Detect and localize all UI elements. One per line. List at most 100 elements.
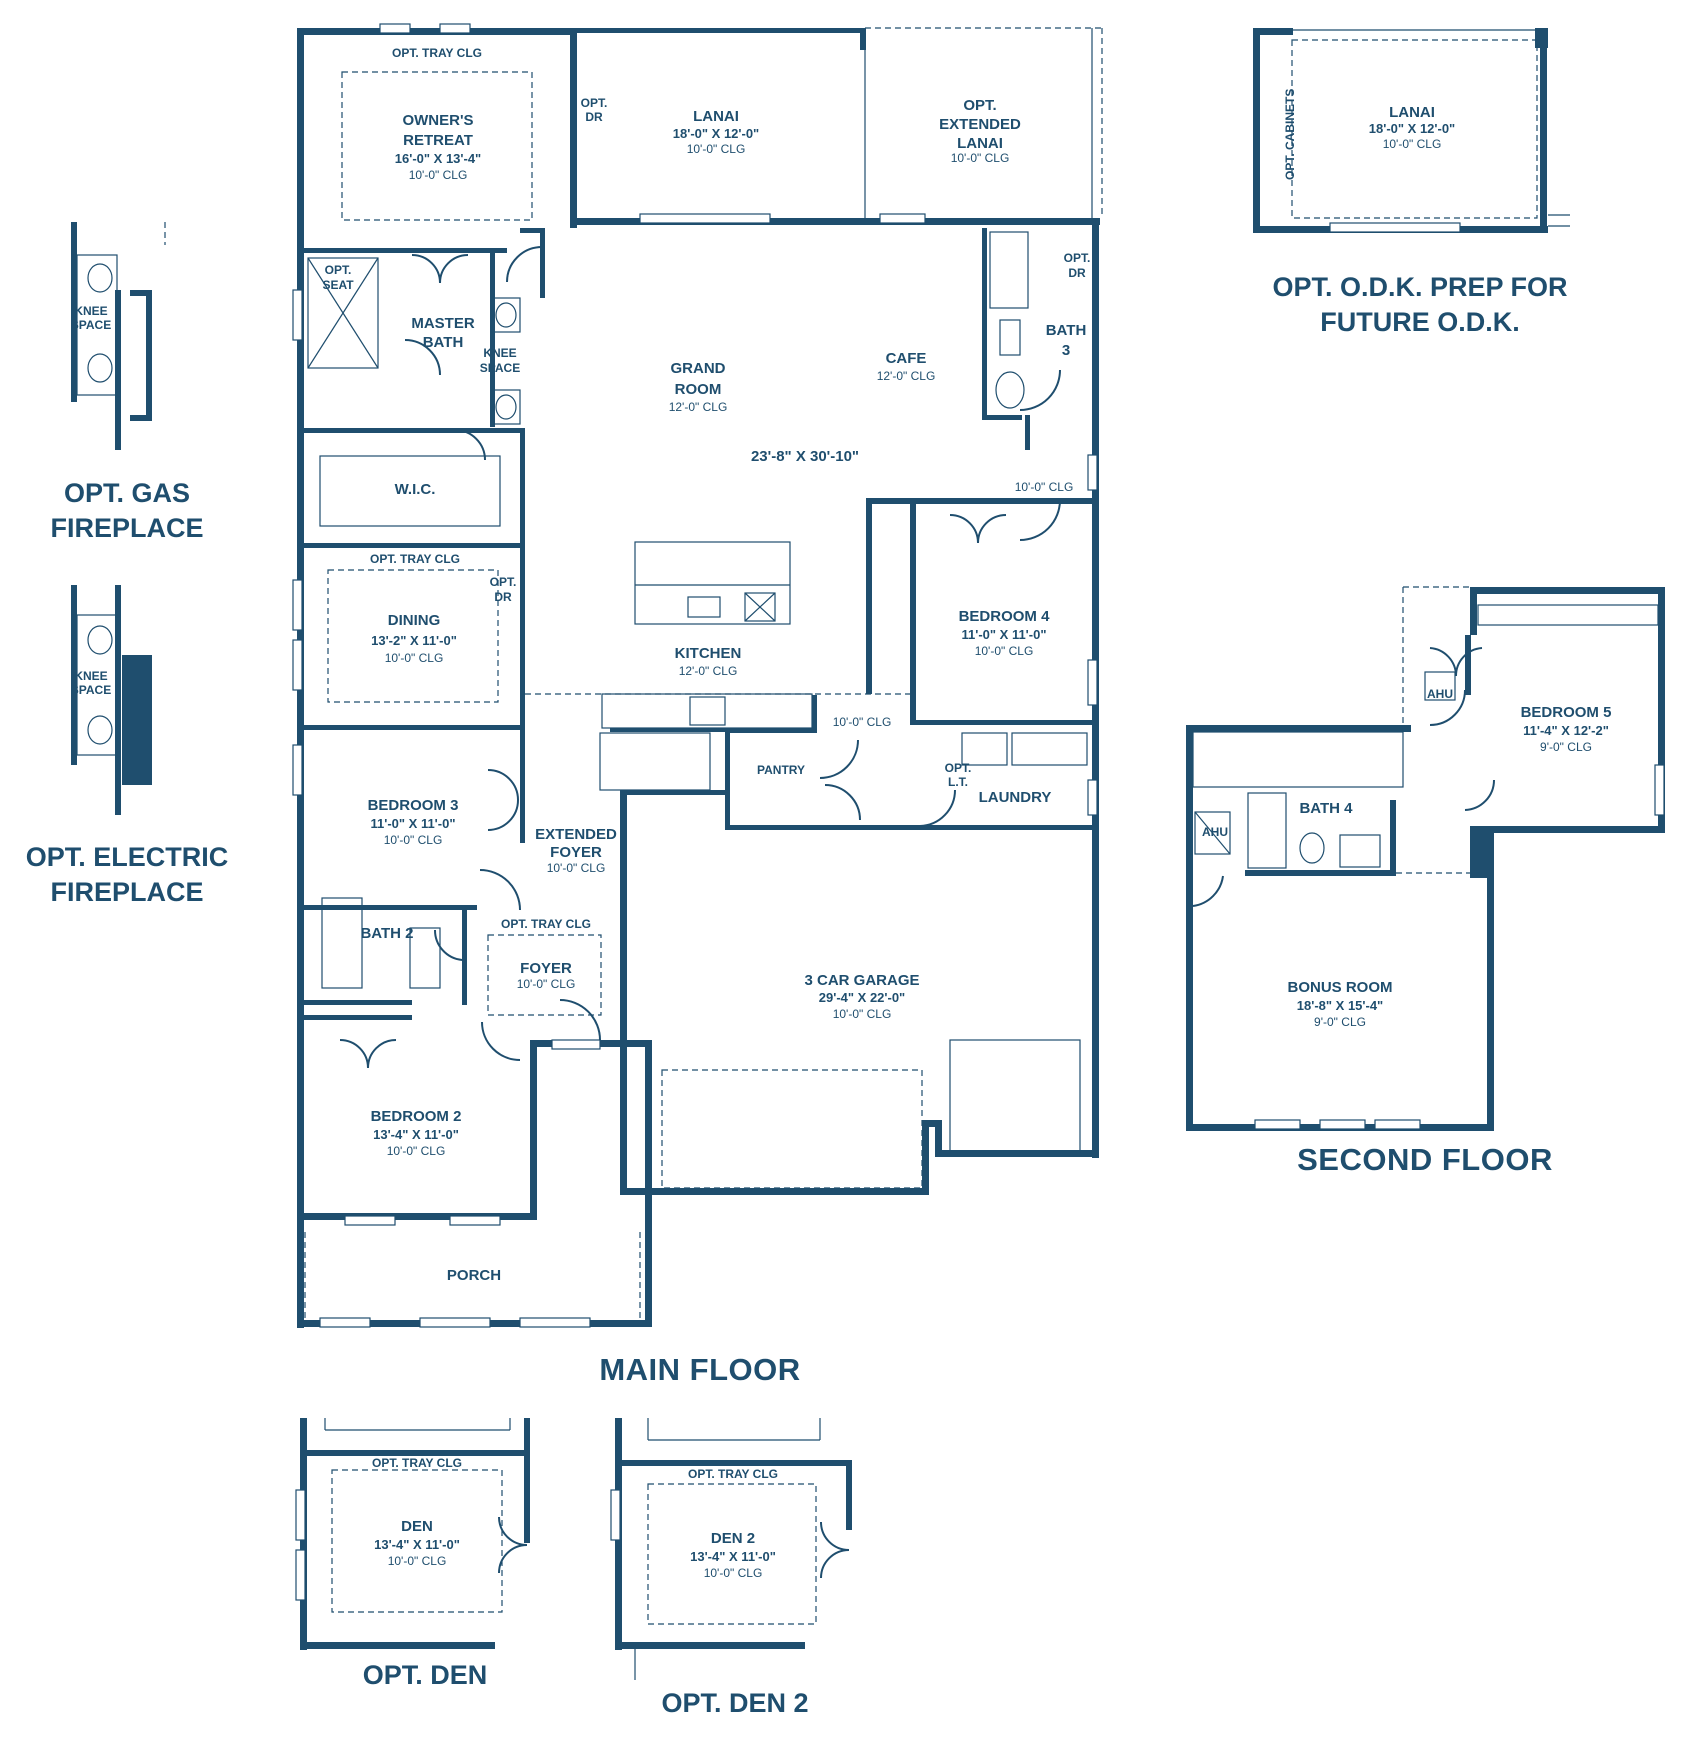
bedroom5-ceiling: 9'-0" CLG bbox=[1540, 740, 1592, 754]
ext-lanai-label-1: OPT. bbox=[963, 97, 997, 114]
owners-retreat-tray-label: OPT. TRAY CLG bbox=[391, 46, 483, 60]
gas-fireplace-detail bbox=[71, 222, 152, 450]
electric-knee-space-2: SPACE bbox=[70, 683, 112, 697]
master-bath-opt-seat-1: OPT. bbox=[324, 263, 352, 277]
master-knee-space-2: SPACE bbox=[479, 361, 521, 375]
den2-ceiling: 10'-0" CLG bbox=[703, 1566, 763, 1580]
ext-foyer-label-1: EXTENDED bbox=[535, 826, 617, 843]
foyer-label: FOYER bbox=[520, 960, 572, 977]
bath3-ceiling: 10'-0" CLG bbox=[1014, 480, 1074, 494]
den2-label: DEN 2 bbox=[710, 1530, 756, 1547]
electric-fireplace-title-2: FIREPLACE bbox=[50, 877, 204, 907]
electric-knee-space-1: KNEE bbox=[74, 669, 108, 683]
foyer-tray-label: OPT. TRAY CLG bbox=[500, 917, 592, 931]
gas-knee-space-1: KNEE bbox=[74, 304, 108, 318]
ahu-upper-label: AHU bbox=[1427, 687, 1453, 701]
bedroom3-label: BEDROOM 3 bbox=[367, 797, 459, 814]
lanai-opt-dr-1: OPT. bbox=[580, 96, 608, 110]
porch-label: PORCH bbox=[446, 1267, 502, 1284]
laundry-label: LAUNDRY bbox=[978, 789, 1052, 806]
cafe-ceiling: 12'-0" CLG bbox=[876, 369, 936, 383]
bedroom4-label: BEDROOM 4 bbox=[958, 608, 1050, 625]
bonus-room-label: BONUS ROOM bbox=[1287, 979, 1393, 996]
bath3-opt-dr-1: OPT. bbox=[1063, 251, 1091, 265]
bedroom5-label: BEDROOM 5 bbox=[1520, 704, 1612, 721]
den-label: DEN bbox=[401, 1518, 433, 1535]
ext-foyer-label-2: FOYER bbox=[550, 844, 602, 861]
lanai-size: 18'-0" X 12'-0" bbox=[672, 126, 760, 141]
garage-label: 3 CAR GARAGE bbox=[804, 972, 920, 989]
bedroom2-size: 13'-4" X 11'-0" bbox=[373, 1127, 459, 1142]
dining-ceiling: 10'-0" CLG bbox=[384, 651, 444, 665]
bedroom3-ceiling: 10'-0" CLG bbox=[383, 833, 443, 847]
bath3-label-1: BATH bbox=[1045, 322, 1087, 339]
den-tray-label: OPT. TRAY CLG bbox=[371, 1456, 463, 1470]
odk-lanai-ceiling: 10'-0" CLG bbox=[1382, 137, 1442, 151]
grand-room-label-1: GRAND bbox=[670, 360, 726, 377]
pantry-ceiling: 10'-0" CLG bbox=[832, 715, 892, 729]
master-knee-space-1: KNEE bbox=[483, 346, 517, 360]
laundry-opt-lt-2: L.T. bbox=[948, 775, 968, 789]
den2-tray-label: OPT. TRAY CLG bbox=[687, 1467, 779, 1481]
den-ceiling: 10'-0" CLG bbox=[387, 1554, 447, 1568]
gas-knee-space-2: SPACE bbox=[70, 318, 112, 332]
gas-fireplace-title-1: OPT. GAS bbox=[63, 478, 191, 508]
odk-cabinets-label: OPT. CABINETS bbox=[1283, 88, 1297, 180]
kitchen-label: KITCHEN bbox=[674, 645, 742, 662]
bedroom4-ceiling: 10'-0" CLG bbox=[974, 644, 1034, 658]
main-floor-interior bbox=[297, 228, 1098, 1020]
bedroom2-label: BEDROOM 2 bbox=[370, 1108, 462, 1125]
owners-retreat-label-2: RETREAT bbox=[403, 132, 473, 149]
gas-fireplace-title-2: FIREPLACE bbox=[50, 513, 204, 543]
bonus-room-size: 18'-8" X 15'-4" bbox=[1296, 998, 1384, 1013]
master-bath-label-2: BATH bbox=[422, 334, 464, 351]
master-bath-label-1: MASTER bbox=[411, 315, 475, 332]
pantry-label: PANTRY bbox=[757, 763, 805, 777]
dining-tray-label: OPT. TRAY CLG bbox=[369, 552, 461, 566]
odk-lanai-label: LANAI bbox=[1389, 104, 1435, 121]
bedroom5-size: 11'-4" X 12'-2" bbox=[1523, 723, 1609, 738]
opt-den-title: OPT. DEN bbox=[362, 1660, 488, 1690]
grand-room-ceiling: 12'-0" CLG bbox=[668, 400, 728, 414]
electric-fireplace-title-1: OPT. ELECTRIC bbox=[25, 842, 229, 872]
ext-lanai-label-3: LANAI bbox=[957, 135, 1003, 152]
foyer-ceiling: 10'-0" CLG bbox=[516, 977, 576, 991]
den2-size: 13'-4" X 11'-0" bbox=[690, 1549, 776, 1564]
bath4-label: BATH 4 bbox=[1299, 800, 1353, 817]
electric-fireplace-detail bbox=[71, 585, 152, 815]
main-floor-title: MAIN FLOOR bbox=[599, 1352, 801, 1387]
odk-lanai-size: 18'-0" X 12'-0" bbox=[1368, 121, 1456, 136]
wic-label: W.I.C. bbox=[394, 481, 436, 498]
lanai-label: LANAI bbox=[693, 108, 739, 125]
dining-size: 13'-2" X 11'-0" bbox=[371, 633, 457, 648]
bath2-label: BATH 2 bbox=[360, 925, 414, 942]
lanai-ceiling: 10'-0" CLG bbox=[686, 142, 746, 156]
bedroom3-size: 11'-0" X 11'-0" bbox=[370, 816, 456, 831]
bath3-label-2: 3 bbox=[1061, 342, 1071, 359]
owners-retreat-size: 16'-0" X 13'-4" bbox=[394, 151, 482, 166]
master-bath-opt-seat-2: SEAT bbox=[322, 278, 354, 292]
den-size: 13'-4" X 11'-0" bbox=[374, 1537, 460, 1552]
bonus-room-ceiling: 9'-0" CLG bbox=[1314, 1015, 1366, 1029]
dining-label: DINING bbox=[387, 612, 441, 629]
ahu-lower-label: AHU bbox=[1202, 825, 1228, 839]
ext-lanai-label-2: EXTENDED bbox=[939, 116, 1021, 133]
second-floor-title: SECOND FLOOR bbox=[1297, 1142, 1553, 1177]
owners-retreat-ceiling: 10'-0" CLG bbox=[408, 168, 468, 182]
garage-ceiling: 10'-0" CLG bbox=[832, 1007, 892, 1021]
cafe-label: CAFE bbox=[885, 350, 927, 367]
odk-title-2: FUTURE O.D.K. bbox=[1320, 307, 1520, 337]
main-stairs bbox=[599, 732, 711, 791]
bedroom4-size: 11'-0" X 11'-0" bbox=[961, 627, 1047, 642]
owners-retreat-label-1: OWNER'S bbox=[402, 112, 474, 129]
garage-size: 29'-4" X 22'-0" bbox=[818, 990, 906, 1005]
odk-title-1: OPT. O.D.K. PREP FOR bbox=[1272, 272, 1568, 302]
bath3-opt-dr-2: DR bbox=[1068, 266, 1086, 280]
laundry-opt-lt-1: OPT. bbox=[944, 761, 972, 775]
ext-lanai-ceiling: 10'-0" CLG bbox=[950, 151, 1010, 165]
lanai-opt-dr-2: DR bbox=[585, 110, 603, 124]
opt-den2-title: OPT. DEN 2 bbox=[661, 1688, 809, 1718]
grand-room-size: 23'-8" X 30'-10" bbox=[750, 448, 860, 465]
dining-opt-dr-1: OPT. bbox=[489, 575, 517, 589]
